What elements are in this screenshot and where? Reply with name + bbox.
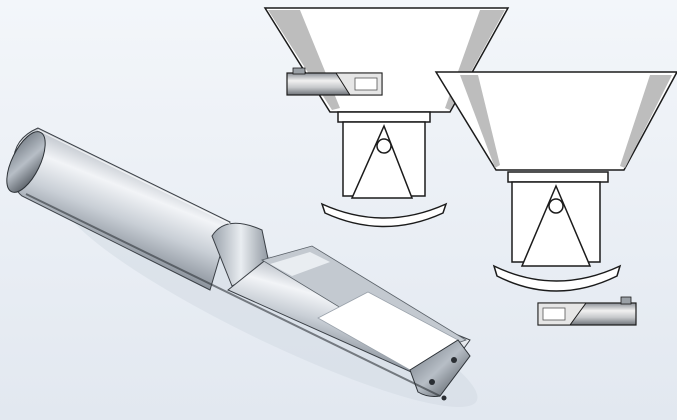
flap-valve-right xyxy=(492,181,622,292)
sensor-probe xyxy=(6,127,478,408)
flap-valve-left xyxy=(320,121,448,228)
mounted-probe-right xyxy=(537,296,637,326)
hopper-right xyxy=(434,71,677,183)
mounted-probe-left xyxy=(286,67,383,96)
